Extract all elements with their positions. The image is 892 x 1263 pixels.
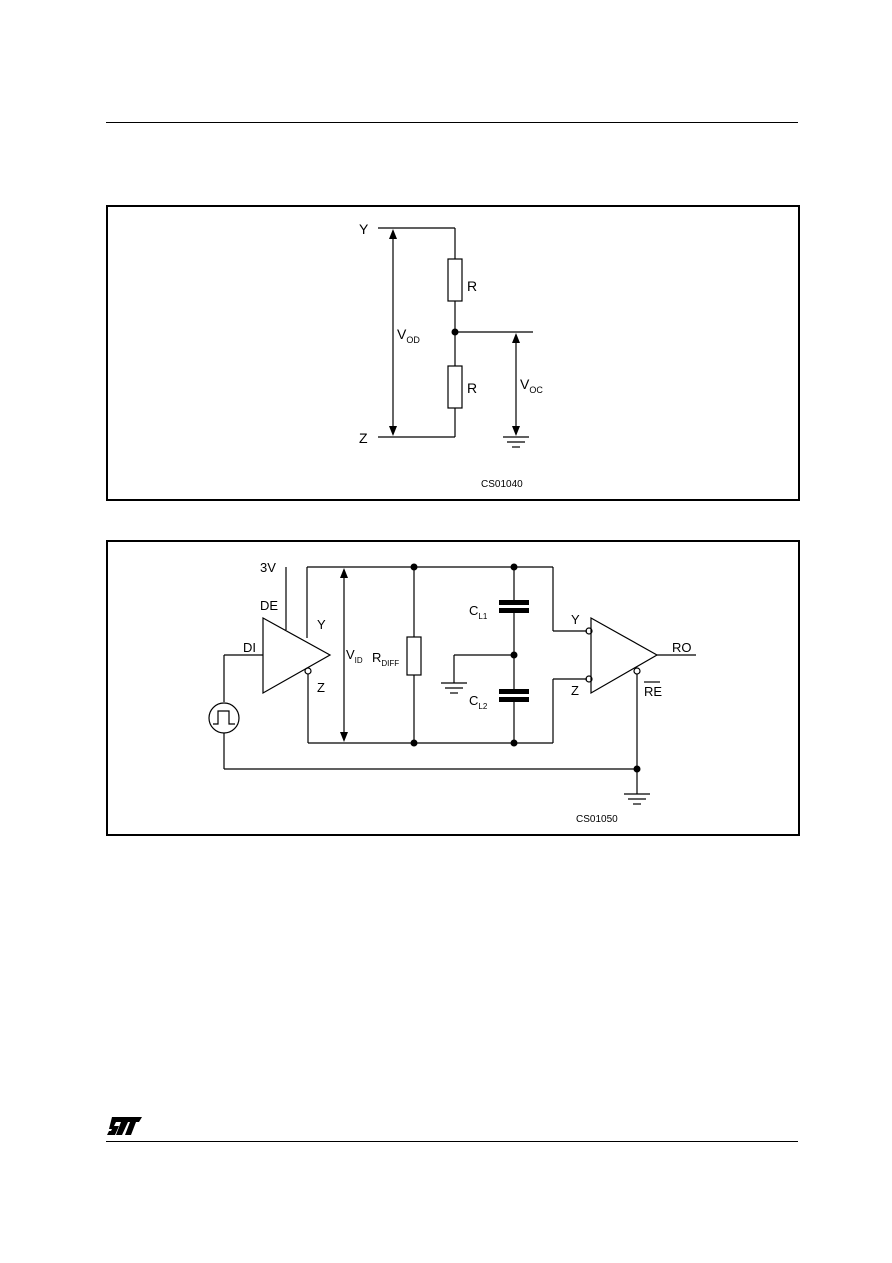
label-z: Z xyxy=(359,430,368,446)
label-voc: VOC xyxy=(520,376,543,395)
figure-driver-receiver-test-circuit: 3V DE DI Y Z VID RDIFF CL1 CL2 Y Z RO RE… xyxy=(106,540,800,836)
label-3v: 3V xyxy=(260,560,276,575)
receiver-z-bubble xyxy=(585,675,593,683)
figure-code: CS01050 xyxy=(576,814,618,825)
label-r-top: R xyxy=(467,278,477,294)
cl2-capacitor-plate-bottom xyxy=(499,697,529,702)
label-r-bottom: R xyxy=(467,380,477,396)
resistor-top xyxy=(447,258,463,302)
receiver-y-bubble xyxy=(585,627,593,635)
label-vid: VID xyxy=(346,647,363,665)
label-y: Y xyxy=(359,221,369,237)
label-driver-z: Z xyxy=(317,680,325,695)
label-cl2: CL2 xyxy=(469,693,488,711)
rdiff-resistor xyxy=(406,636,422,676)
pulse-waveform xyxy=(213,710,235,725)
label-driver-y: Y xyxy=(317,617,326,632)
figure-code: CS01040 xyxy=(481,479,523,490)
label-cl1: CL1 xyxy=(469,603,488,621)
label-receiver-z: Z xyxy=(571,683,579,698)
label-receiver-y: Y xyxy=(571,612,580,627)
pulse-generator xyxy=(208,702,240,734)
label-re: RE xyxy=(644,684,662,699)
label-vod: VOD xyxy=(397,326,420,345)
driver-receiver-schematic: 3V DE DI Y Z VID RDIFF CL1 CL2 Y Z RO RE… xyxy=(208,560,696,825)
st-logo xyxy=(106,1114,144,1143)
header-rule xyxy=(106,122,798,123)
receiver-triangle xyxy=(590,616,659,695)
label-rdiff: RDIFF xyxy=(372,650,399,668)
footer-rule xyxy=(106,1141,798,1142)
vod-voc-schematic: Y Z R R VOD VOC CS01040 xyxy=(359,221,543,490)
cl1-capacitor-plate-bottom xyxy=(499,608,529,613)
label-ro: RO xyxy=(672,640,692,655)
figure-vod-voc-test-circuit: Y Z R R VOD VOC CS01040 xyxy=(106,205,800,501)
label-de: DE xyxy=(260,598,278,613)
junction-dot xyxy=(451,328,459,336)
st-logo-mark xyxy=(107,1117,142,1135)
label-di: DI xyxy=(243,640,256,655)
driver-inverting-bubble xyxy=(304,667,312,675)
cl2-capacitor-plate-top xyxy=(499,689,529,694)
cl1-capacitor-plate-top xyxy=(499,600,529,605)
receiver-re-bubble xyxy=(633,667,641,675)
resistor-bottom xyxy=(447,365,463,409)
